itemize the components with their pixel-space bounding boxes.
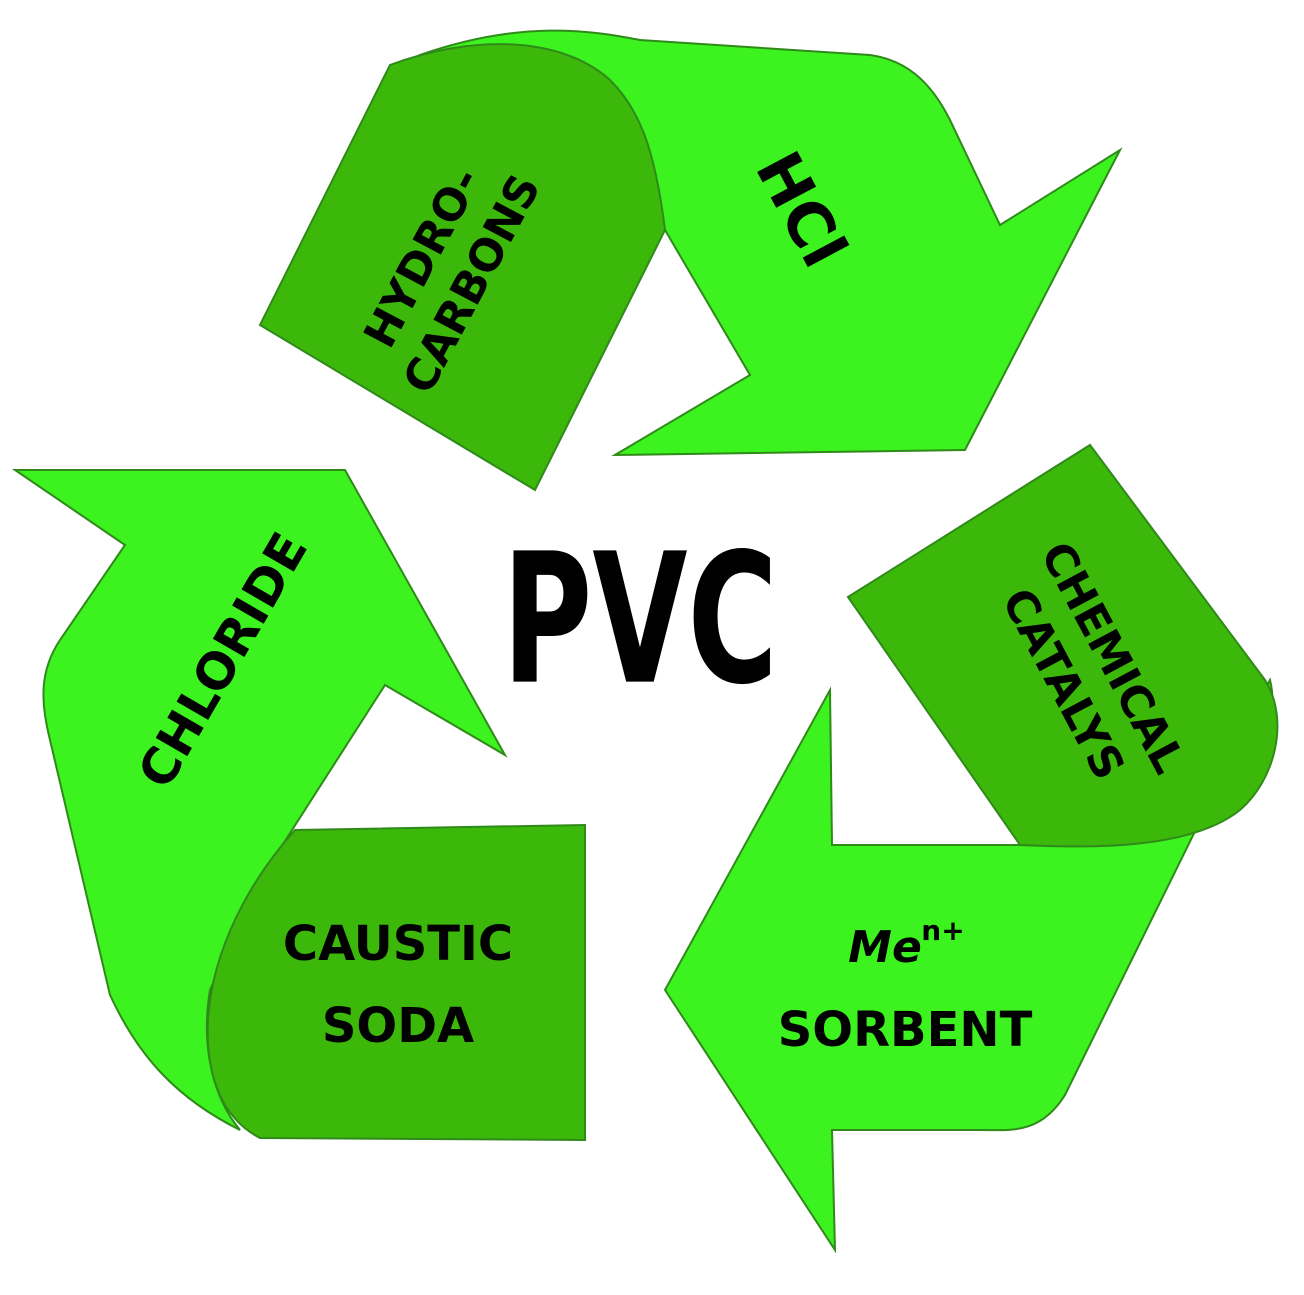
left-arrow-panel <box>206 823 586 1142</box>
right-head-label-line2: SORBENT <box>778 1002 1033 1058</box>
right-head-label-sup: n+ <box>921 914 964 947</box>
left-panel-label-line1: CAUSTIC <box>283 916 513 972</box>
left-panel-label-line2: SODA <box>322 998 474 1054</box>
center-label: PVC <box>502 516 778 725</box>
top-arrow-panel <box>258 43 667 492</box>
right-arrow-panel <box>846 443 1279 848</box>
right-head-label-main: Me <box>848 922 922 973</box>
